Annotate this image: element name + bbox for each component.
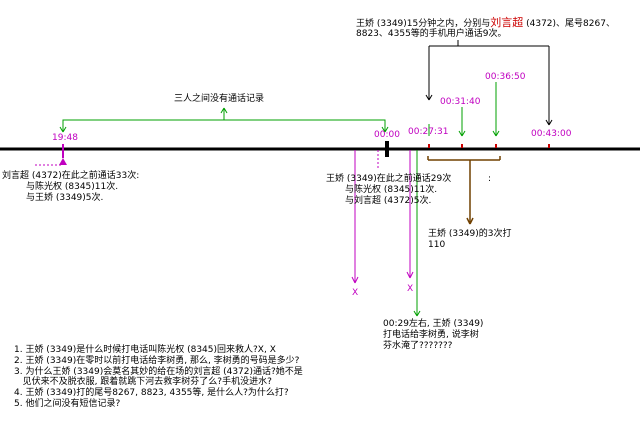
call-1948-marker [35, 144, 67, 166]
top-note-part2: (4372)、尾号8267、 [523, 19, 615, 29]
question-5: 5. 他们之间没有短信记录? [14, 399, 121, 409]
right-note-line3: 芬水淹了??????? [383, 341, 453, 351]
mid-stats-line3: 与刘言超 (4372)5次. [345, 196, 432, 206]
left-stats-line3: 与王娇 (3349)5次. [26, 193, 104, 203]
top-note-name: 刘言超 [490, 16, 524, 29]
top-note-line1: 王娇 (3349)15分钟之内，分别与刘言超 (4372)、尾号8267、 [356, 17, 615, 30]
top-note-line2: 8823、4355等的手机用户通话9次。 [356, 29, 507, 39]
magenta-down-arrows [351, 150, 414, 284]
colon-mark: : [488, 174, 492, 184]
question-2: 2. 王娇 (3349)在零时以前打电话给李树勇, 那么, 李树勇的号码是多少? [14, 356, 300, 366]
question-3: 3. 为什么王娇 (3349)会莫名其妙的给在场的刘言超 (4372)通话?她不… [14, 367, 303, 377]
time-label-003650: 00:36:50 [485, 72, 526, 82]
mid-stats-line1: 王娇 (3349)在此之前通话29次 [326, 174, 452, 184]
top-note-part1: 王娇 (3349)15分钟之内，分别与 [356, 19, 491, 29]
right-note-line1: 00:29左右, 王娇 (3349) [383, 319, 484, 329]
three-calls-line1: 王娇 (3349)的3次打 [428, 229, 512, 239]
question-1: 1. 王娇 (3349)是什么时候打电话叫陈光权 (8345)回来救人?X, X [14, 345, 276, 355]
left-stats-line2: 与陈光权 (8345)11次. [26, 182, 119, 192]
no-call-bracket [59, 107, 389, 133]
mid-stats-line2: 与陈光权 (8345)11次. [345, 185, 438, 195]
left-stats-line1: 刘言超 (4372)在此之前通话33次: [2, 171, 140, 181]
question-3-cont: 见伏来不及脱衣服, 跟着就跳下河去救李树芬了么?手机没进水? [14, 377, 272, 387]
x-mark-second: X [407, 284, 414, 294]
time-label-003140: 00:31:40 [440, 97, 481, 107]
x-mark-first: X [352, 288, 359, 298]
time-label-0000: 00:00 [374, 130, 400, 140]
no-call-label: 三人之间没有通话记录 [174, 94, 265, 104]
call-time-arrows [428, 82, 500, 137]
right-note-line2: 打电话给李树勇, 说李树 [383, 330, 479, 340]
three-calls-line2: 110 [428, 240, 446, 250]
time-label-002731: 00:27:31 [408, 127, 449, 137]
top-note-bracket [425, 40, 553, 126]
question-4: 4. 王娇 (3349)打的尾号8267, 8823, 4355等, 是什么人?… [14, 388, 289, 398]
time-label-004300: 00:43:00 [531, 129, 572, 139]
right-note-arrow [413, 150, 421, 317]
time-label-1948: 19:48 [52, 133, 78, 143]
red-call-ticks [428, 144, 550, 148]
calls-110-bracket [427, 156, 501, 225]
